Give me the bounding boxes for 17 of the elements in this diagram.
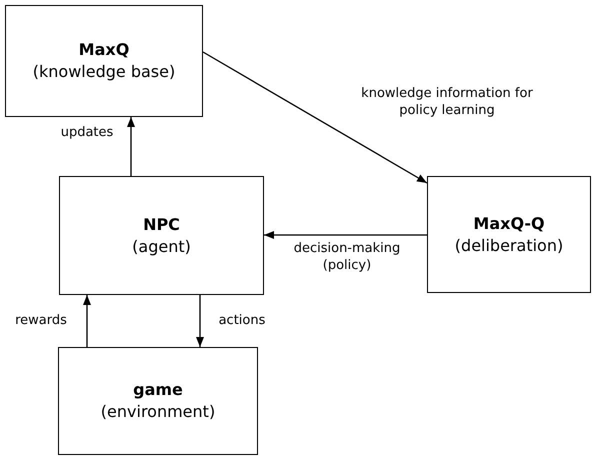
arrow [264, 231, 427, 239]
arrow [196, 295, 204, 347]
node-subtitle: (environment) [100, 401, 216, 423]
node-subtitle: (agent) [132, 236, 191, 258]
arrow [127, 117, 135, 176]
process-box [5, 5, 203, 117]
arrow [83, 295, 91, 347]
process-box [58, 347, 258, 455]
node-title: NPC [143, 214, 180, 236]
node-title: game [133, 379, 183, 401]
node-title: MaxQ-Q [473, 212, 545, 234]
node-subtitle: (knowledge base) [32, 61, 176, 83]
node-title: MaxQ [78, 39, 130, 61]
process-box [59, 176, 264, 295]
process-box [427, 176, 591, 293]
node-subtitle: (deliberation) [454, 234, 564, 256]
arrow [202, 51, 428, 184]
